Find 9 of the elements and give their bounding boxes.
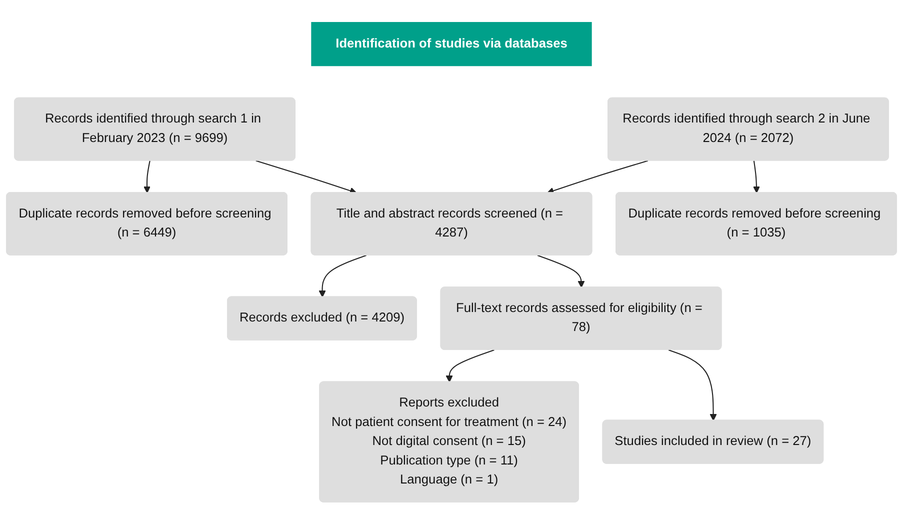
arrow bbox=[547, 160, 648, 194]
arrow bbox=[256, 160, 357, 194]
arrow bbox=[668, 349, 717, 421]
arrow bbox=[752, 160, 760, 193]
arrow bbox=[537, 254, 585, 288]
arrow bbox=[318, 254, 366, 298]
arrow bbox=[446, 349, 494, 382]
arrow bbox=[143, 160, 151, 193]
node-box: Identification of studies via databases bbox=[311, 22, 592, 66]
